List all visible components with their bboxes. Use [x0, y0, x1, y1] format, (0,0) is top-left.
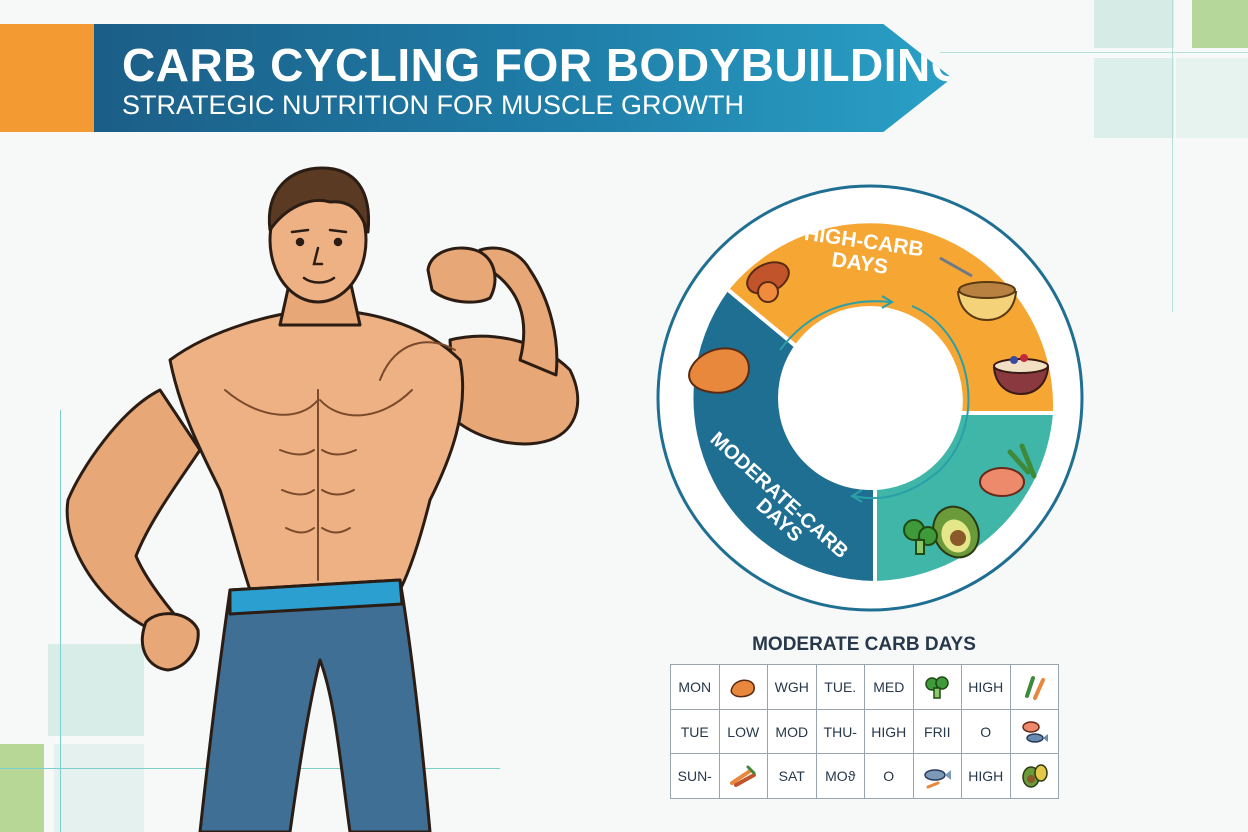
cycle-arrow	[853, 305, 970, 500]
decor-line	[940, 52, 1248, 53]
table-cell: SUN-	[670, 753, 720, 800]
arrow-head-icon	[881, 295, 894, 309]
decor-square	[0, 744, 44, 832]
table-cell: LOW	[718, 708, 768, 755]
table-cell: MED	[864, 664, 914, 710]
bodybuilder-illustration	[65, 166, 580, 832]
decor-orange-block	[0, 24, 94, 132]
fish-carrot-icon	[912, 753, 962, 800]
vegetables-icon	[718, 753, 768, 800]
broccoli-icon	[912, 664, 962, 710]
table-cell: WGH	[767, 664, 817, 710]
table-cell: O	[961, 708, 1011, 755]
page-title: CARB CYCLING FOR BODYBUILDING	[122, 39, 968, 91]
chicken-breast-icon	[688, 347, 750, 394]
decor-square	[1094, 58, 1174, 138]
schedule-title: MODERATE CARB DAYS	[752, 634, 976, 655]
title-banner: CARB CYCLING FOR BODYBUILDING STRATEGIC …	[94, 24, 952, 132]
table-cell: SAT	[767, 753, 817, 800]
decor-square	[48, 644, 144, 736]
chicken-breast-icon	[718, 664, 768, 710]
table-cell: FRII	[912, 708, 962, 755]
decor-line	[1172, 0, 1173, 312]
carb-cycle-diagram: HIGH-CARB DAYS MODERATE-CARB DAYS	[656, 184, 1084, 612]
avocado-icon	[1009, 753, 1059, 800]
table-cell: HIGH	[961, 664, 1011, 710]
table-cell: TUE.	[815, 664, 865, 710]
arrow-head-icon	[850, 489, 863, 503]
salmon-greens-icon	[979, 443, 1037, 497]
table-cell: THU-	[815, 708, 865, 755]
salmon-fish-icon	[1009, 708, 1059, 755]
table-cell: HIGH	[961, 753, 1011, 800]
table-cell: MOD	[767, 708, 817, 755]
broccoli-icon	[903, 519, 938, 555]
decor-square	[54, 744, 144, 832]
table-cell: MOϑ	[815, 753, 865, 800]
decor-line	[60, 410, 61, 832]
berry-bowl-icon	[992, 354, 1050, 396]
sweet-potato-icon	[746, 261, 790, 303]
oat-bowl-icon	[939, 256, 1018, 322]
cycle-center	[778, 306, 962, 490]
table-cell: TUE	[670, 708, 720, 755]
cycle-arrow	[779, 300, 891, 351]
page-subtitle: STRATEGIC NUTRITION FOR MUSCLE GROWTH	[122, 90, 744, 120]
decor-square	[1192, 0, 1248, 48]
table-cell: HIGH	[864, 708, 914, 755]
avocado-icon	[932, 505, 980, 559]
decor-square	[1094, 0, 1174, 48]
table-cell: MON	[670, 664, 720, 710]
table-cell: O	[864, 753, 914, 800]
greens-carrot-icon	[1009, 664, 1059, 710]
decor-square	[1176, 58, 1248, 138]
